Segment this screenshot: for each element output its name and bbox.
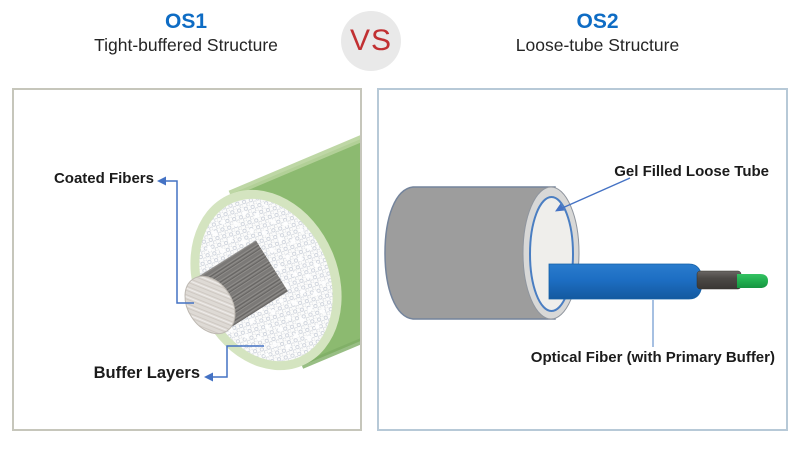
os1-title: OS1 bbox=[164, 10, 208, 33]
coated-fiber-bundle bbox=[184, 240, 288, 335]
gel-tube-arrow bbox=[555, 177, 631, 212]
optical-fiber-label: Optical Fiber (with Primary Buffer) bbox=[530, 349, 775, 366]
os1-panel bbox=[12, 88, 362, 431]
os2-subtitle: Loose-tube Structure bbox=[515, 35, 680, 55]
vs-badge: VS bbox=[341, 11, 401, 71]
gel-filled-loose-tube-label: Gel Filled Loose Tube bbox=[614, 163, 769, 180]
primary-buffer-segment bbox=[696, 270, 742, 290]
loose-tube-cable-illustration bbox=[384, 177, 768, 347]
coated-fibers-label: Coated Fibers bbox=[53, 170, 154, 187]
os1-subtitle: Tight-buffered Structure bbox=[94, 35, 278, 55]
os1-header: OS1 Tight-buffered Structure bbox=[12, 10, 360, 57]
buffer-layers-arrow bbox=[204, 345, 264, 382]
os2-title: OS2 bbox=[576, 10, 619, 33]
buffer-layers-label: Buffer Layers bbox=[93, 364, 200, 382]
blue-buffer-tube bbox=[548, 263, 703, 300]
vs-label: VS bbox=[349, 24, 393, 57]
optical-fiber-tip bbox=[737, 274, 768, 288]
tight-buffered-cable-illustration bbox=[157, 135, 360, 382]
os2-header: OS2 Loose-tube Structure bbox=[400, 10, 795, 57]
coated-fibers-arrow bbox=[157, 176, 194, 304]
os2-panel bbox=[377, 88, 788, 431]
